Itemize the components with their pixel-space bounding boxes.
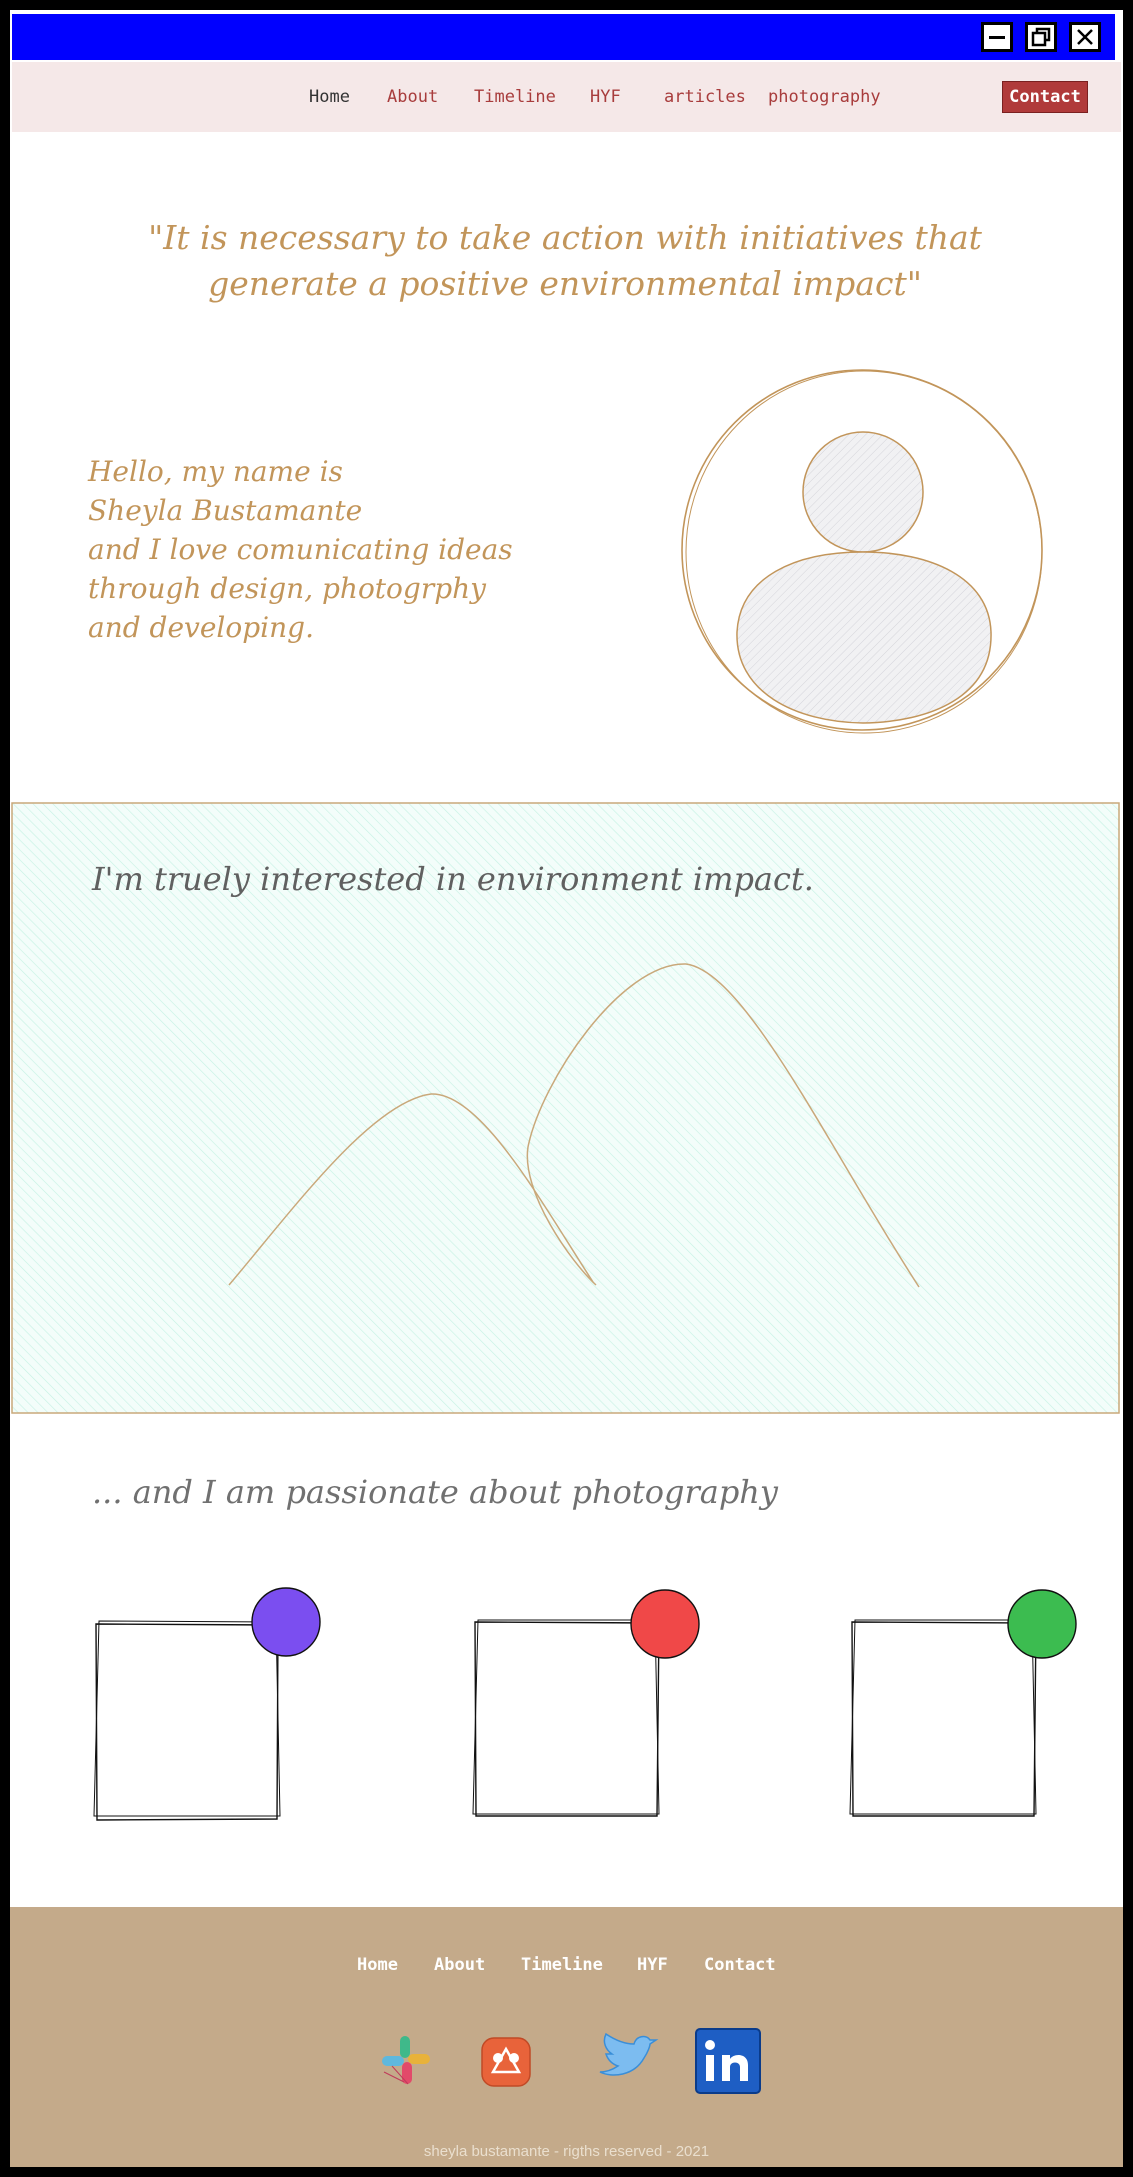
gitlab-icon[interactable] (476, 2032, 536, 2092)
close-button[interactable] (1069, 22, 1101, 52)
user-avatar-icon (681, 369, 1043, 734)
intro-text: Hello, my name is Sheyla Bustamante and … (88, 452, 558, 647)
photo-card[interactable] (469, 1572, 719, 1822)
quote-line-2: generate a positive environmental impact… (208, 264, 922, 303)
contact-button[interactable]: Contact (1002, 81, 1088, 113)
intro-line: and developing. (88, 611, 314, 644)
photo-card-dot (630, 1589, 700, 1659)
interest-section-background (11, 802, 1120, 1414)
footer-link-home[interactable]: Home (357, 1955, 398, 1975)
photo-card[interactable] (90, 1572, 340, 1822)
nav-hyf[interactable]: HYF (590, 87, 621, 107)
intro-line: Hello, my name is (88, 455, 343, 488)
nav-photography[interactable]: photography (768, 87, 881, 107)
photo-card[interactable] (846, 1572, 1096, 1822)
quote-line-1: "It is necessary to take action with ini… (148, 218, 982, 257)
hero-quote: "It is necessary to take action with ini… (70, 215, 1060, 307)
footer: Home About Timeline HYF Contact (10, 1907, 1123, 2167)
footer-link-hyf[interactable]: HYF (637, 1955, 668, 1975)
minimize-button[interactable] (981, 22, 1013, 52)
intro-line: and I love comunicating ideas (88, 533, 513, 566)
nav-about[interactable]: About (387, 87, 439, 107)
photo-card-dot (1007, 1589, 1077, 1659)
nav-timeline[interactable]: Timeline (474, 87, 556, 107)
footer-link-timeline[interactable]: Timeline (521, 1955, 603, 1975)
photo-card-dot (251, 1587, 321, 1657)
restore-icon (1031, 27, 1051, 47)
nav-home[interactable]: Home (309, 87, 350, 107)
nav-articles[interactable]: articles (664, 87, 746, 107)
footer-link-contact[interactable]: Contact (704, 1955, 776, 1975)
intro-line: through design, photogrphy (88, 572, 487, 605)
interest-heading: I'm truely interested in environment imp… (92, 860, 814, 898)
linkedin-icon[interactable] (692, 2025, 764, 2097)
browser-window: Home About Timeline HYF articles photogr… (10, 10, 1123, 2167)
copyright-text: sheyla bustamante - rigths reserved - 20… (423, 2143, 710, 2160)
close-icon (1077, 29, 1093, 45)
slack-icon[interactable] (378, 2032, 434, 2088)
mountains-icon (228, 963, 920, 1288)
title-bar (12, 14, 1115, 60)
top-navigation: Home About Timeline HYF articles photogr… (12, 62, 1121, 132)
photography-heading: ... and I am passionate about photograph… (92, 1473, 778, 1511)
intro-line: Sheyla Bustamante (88, 494, 363, 527)
restore-button[interactable] (1025, 22, 1057, 52)
twitter-icon[interactable] (594, 2032, 660, 2088)
footer-link-about[interactable]: About (434, 1955, 486, 1975)
minimize-icon (989, 36, 1005, 39)
